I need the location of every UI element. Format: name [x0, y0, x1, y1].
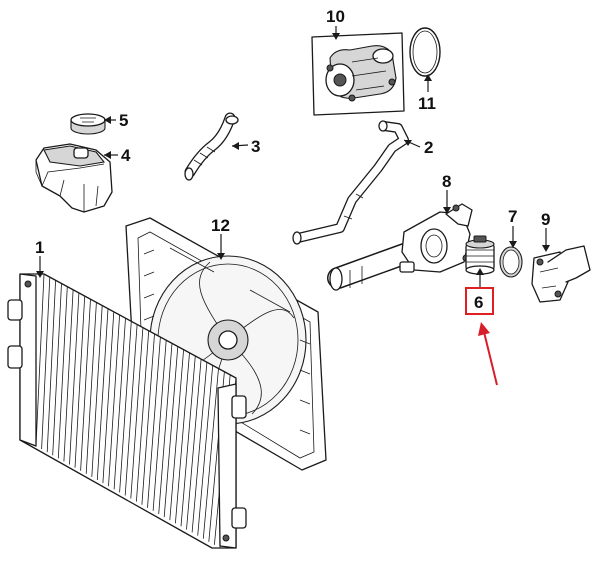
- thermostat-part: [465, 235, 495, 275]
- callout-9: 9: [541, 210, 550, 229]
- callout-5: 5: [119, 111, 128, 130]
- water-pump-part: [311, 32, 405, 116]
- callout-7: 7: [508, 207, 517, 226]
- callout-1: 1: [35, 238, 44, 257]
- highlight-arrow: [478, 322, 498, 386]
- thermostat-housing-part: [327, 203, 473, 291]
- outlet-elbow-part: [531, 245, 591, 303]
- expansion-tank-part: [35, 143, 113, 213]
- callout-3: 3: [251, 137, 260, 156]
- radiator-part: [7, 273, 247, 549]
- callout-10: 10: [326, 7, 345, 26]
- callout-6: 6: [474, 293, 483, 312]
- callout-leaders: [36, 26, 550, 288]
- callout-12: 12: [211, 216, 230, 235]
- o-ring-part: [499, 246, 523, 278]
- pump-gasket-part: [409, 27, 441, 77]
- small-hose-part: [184, 112, 239, 181]
- coolant-pipe-part: [292, 120, 409, 245]
- callout-4: 4: [121, 146, 131, 165]
- highlight-box: [465, 287, 494, 315]
- callout-2: 2: [424, 138, 433, 157]
- callout-8: 8: [442, 172, 451, 191]
- reservoir-cap-part: [70, 113, 106, 135]
- callout-11: 11: [418, 94, 436, 113]
